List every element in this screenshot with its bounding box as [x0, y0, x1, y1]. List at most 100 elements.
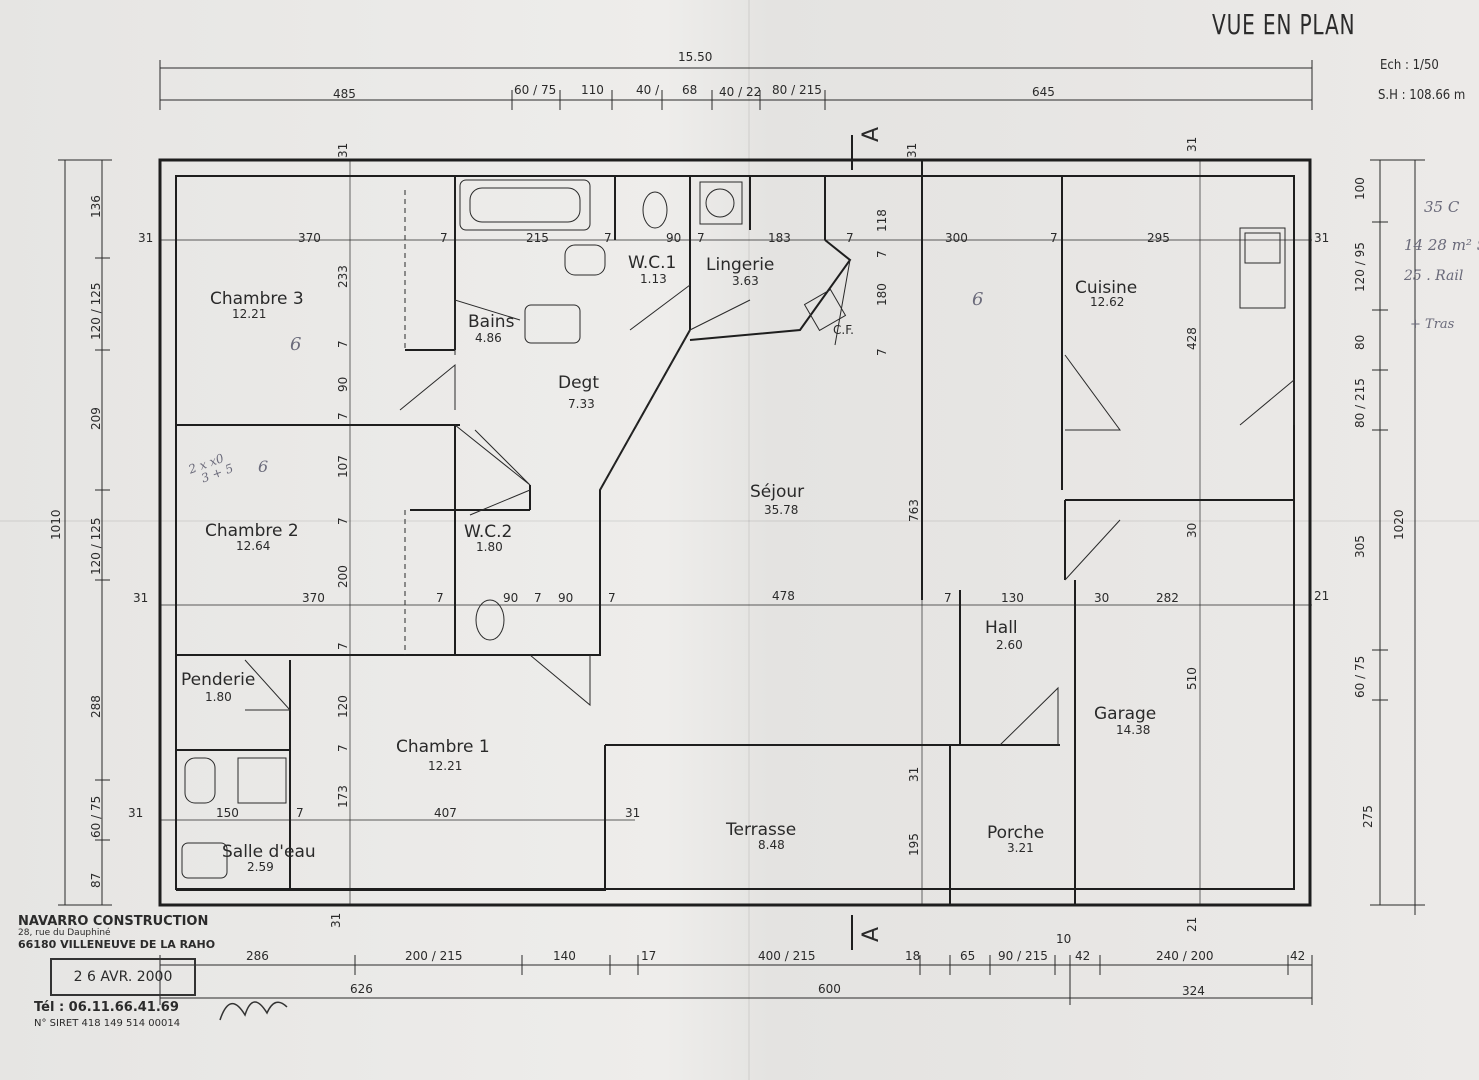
dim-label: 485: [333, 87, 356, 101]
paper-fold: [748, 0, 750, 1080]
dim-label: 110: [581, 83, 604, 97]
dim-label: 60 / 75: [89, 796, 103, 838]
room-area: 12.62: [1090, 295, 1124, 309]
washing-machine-icon: [699, 181, 743, 225]
dim-label: 7: [336, 412, 350, 420]
dim-label: 31: [625, 806, 640, 820]
dim-label: 282: [1156, 591, 1179, 605]
room-area: 1.80: [205, 690, 232, 704]
room-name: Chambre 1: [396, 737, 490, 757]
washbasin-icon: [181, 842, 228, 879]
room-area: 2.59: [247, 860, 274, 874]
shower-icon: [237, 757, 287, 804]
dim-label: 42: [1290, 949, 1305, 963]
dim-label: 428: [1185, 327, 1199, 350]
dim-label: 763: [907, 499, 921, 522]
dim-label: 65: [960, 949, 975, 963]
date-stamp: 2 6 AVR. 2000: [50, 958, 196, 996]
room-name: Salle d'eau: [222, 842, 316, 862]
dim-label: 215: [526, 231, 549, 245]
room-name: Bains: [468, 312, 515, 332]
paper-fold: [0, 520, 1479, 522]
room-name: Chambre 3: [210, 289, 304, 309]
sink-icon: [1239, 227, 1286, 309]
room-name: Lingerie: [706, 255, 774, 275]
company-siret: N° SIRET 418 149 514 00014: [34, 1018, 181, 1029]
dim-label: 626: [350, 982, 373, 996]
svg-text:25 . Rail: 25 . Rail: [1403, 268, 1463, 284]
surface-label: S.H : 108.66 m: [1378, 88, 1466, 103]
room-name: Cuisine: [1075, 278, 1137, 298]
room-area: 4.86: [475, 331, 502, 345]
dim-label: 10: [1056, 932, 1071, 946]
room-name: Chambre 2: [205, 521, 299, 541]
dim-label: 324: [1182, 984, 1205, 998]
room-area: 7.33: [568, 397, 595, 411]
room-name: Séjour: [750, 482, 804, 502]
dim-label: 233: [336, 265, 350, 288]
dim-label: 120 / 95: [1353, 242, 1367, 292]
bidet-icon: [184, 757, 216, 804]
dim-label: 275: [1361, 805, 1375, 828]
toilet-icon: [642, 191, 668, 229]
svg-text:6: 6: [290, 334, 301, 355]
dim-label: 107: [336, 455, 350, 478]
dim-label: 120 / 125: [89, 518, 103, 575]
room-area: 3.21: [1007, 841, 1034, 855]
dim-label: 7: [875, 348, 889, 356]
dim-label: 645: [1032, 85, 1055, 99]
scale-label: Ech : 1/50: [1380, 58, 1439, 73]
dim-label: 370: [298, 231, 321, 245]
svg-text:6: 6: [972, 289, 983, 310]
fixtures: [181, 179, 1286, 879]
dim-label: 87: [89, 873, 103, 888]
dim-label: 478: [772, 589, 795, 603]
section-label: A: [859, 927, 884, 942]
dim-label: 288: [89, 695, 103, 718]
plan-title: VUE EN PLAN: [1212, 8, 1356, 41]
dim-label: 31: [329, 913, 343, 928]
dim-label: 183: [768, 231, 791, 245]
dim-label: 150: [216, 806, 239, 820]
dim-label: 209: [89, 407, 103, 430]
room-area: 1.13: [640, 272, 667, 286]
dim-label: 30: [1094, 591, 1109, 605]
dim-label: 7: [336, 642, 350, 650]
dim-label: 1010: [49, 509, 63, 540]
dim-label: 7: [440, 231, 448, 245]
interior-walls: [176, 160, 1294, 905]
dim-label: 80 / 215: [1353, 378, 1367, 428]
company-stamp: NAVARRO CONSTRUCTION 28, rue du Dauphiné…: [18, 914, 258, 952]
room-area: 14.38: [1116, 723, 1150, 737]
dim-label: 240 / 200: [1156, 949, 1213, 963]
room-area: 12.64: [236, 539, 270, 553]
company-phone: Tél : 06.11.66.41.69: [34, 1000, 179, 1015]
dim-label: 7: [697, 231, 705, 245]
cf-label: C.F.: [833, 323, 854, 337]
dim-label: 370: [302, 591, 325, 605]
room-name: Degt: [558, 373, 599, 393]
company-city: 66180 VILLENEUVE DE LA RAHO: [18, 938, 216, 952]
dim-label: 130: [1001, 591, 1024, 605]
svg-text:35 C: 35 C: [1424, 198, 1460, 216]
toilet-icon: [475, 599, 505, 641]
handwritten-notes: 6 6 6 2 x x0 3 + 5 35 C 14 28 m² S 25 . …: [186, 198, 1479, 485]
dim-label: 7: [608, 591, 616, 605]
door-swings: [244, 259, 1295, 746]
dim-label: 31: [905, 143, 919, 158]
dim-label: 40 /: [636, 83, 660, 97]
room-name: Hall: [985, 618, 1018, 638]
dim-label: 21: [1185, 917, 1199, 932]
dim-label: 136: [89, 195, 103, 218]
room-area: 1.80: [476, 540, 503, 554]
dim-label: 173: [336, 785, 350, 808]
dim-label: 118: [875, 209, 889, 232]
dim-label: 295: [1147, 231, 1170, 245]
dim-label: 300: [945, 231, 968, 245]
dim-label: 31: [133, 591, 148, 605]
dim-label: 7: [336, 340, 350, 348]
dashed-lines: [404, 190, 691, 655]
dim-label: 90: [666, 231, 681, 245]
